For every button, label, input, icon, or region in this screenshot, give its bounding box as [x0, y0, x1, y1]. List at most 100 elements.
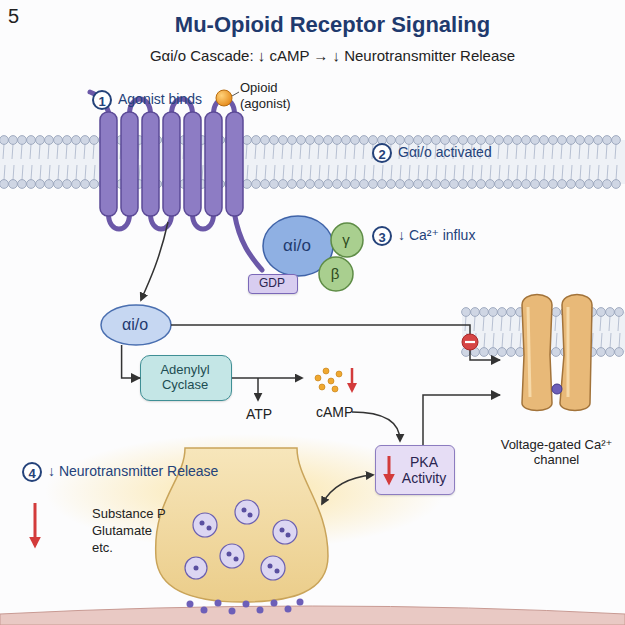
lipid-head	[18, 136, 27, 145]
lipid-tail	[588, 144, 589, 159]
node-label: β	[331, 265, 340, 282]
lipid-head	[606, 308, 615, 317]
lipid-tail	[409, 165, 410, 180]
transmitter-dot	[268, 564, 273, 569]
ligand-label: Opioid (agonist)	[240, 80, 310, 111]
lipid-tail	[49, 165, 50, 180]
lipid-tail	[291, 144, 292, 159]
lipid-tail	[318, 144, 319, 159]
transmitter-dot	[234, 557, 239, 562]
lipid-tail	[67, 165, 68, 180]
lipid-head	[54, 180, 63, 189]
lipid-head	[558, 180, 567, 189]
gdp-tag: GDP	[248, 274, 298, 294]
lipid-head	[522, 136, 531, 145]
lipid-tail	[264, 144, 265, 159]
lipid-tail	[363, 144, 364, 159]
lipid-head	[45, 136, 54, 145]
molecule-label: cAMP	[316, 404, 353, 421]
lipid-tail	[436, 165, 437, 180]
lipid-tail	[336, 144, 337, 159]
lipid-tail	[301, 165, 302, 180]
lipid-head	[462, 348, 471, 357]
lipid-tail	[93, 144, 94, 159]
lipid-tail	[544, 165, 545, 180]
lipid-tail	[463, 165, 464, 180]
lipid-tail	[57, 144, 58, 159]
lipid-tail	[283, 165, 284, 180]
lipid-tail	[535, 165, 536, 180]
lipid-tail	[292, 165, 293, 180]
lipid-head	[594, 136, 603, 145]
lipid-tail	[607, 165, 608, 180]
lipid-head	[351, 180, 360, 189]
lipid-head	[504, 180, 513, 189]
lipid-tail	[85, 165, 86, 180]
lipid-tail	[202, 165, 203, 180]
lipid-tail	[337, 165, 338, 180]
lipid-head	[477, 136, 486, 145]
cell-membrane	[0, 136, 625, 189]
transmitter-name: Glutamate	[92, 523, 152, 539]
lipid-tail	[373, 165, 374, 180]
lipid-head	[0, 180, 8, 189]
activation-arrow	[141, 222, 168, 300]
lipid-tail	[606, 144, 607, 159]
lipid-tail	[427, 165, 428, 180]
lipid-tail	[601, 333, 602, 348]
lipid-head	[45, 180, 54, 189]
lipid-head	[414, 180, 423, 189]
lipid-head	[396, 180, 405, 189]
lipid-head	[315, 136, 324, 145]
lipid-tail	[526, 165, 527, 180]
lipid-tail	[615, 144, 616, 159]
lipid-head	[27, 180, 36, 189]
lipid-head	[477, 180, 486, 189]
node-label: Voltage-gated Ca²⁺ channel	[500, 438, 613, 468]
callout-number: 4	[22, 462, 42, 482]
lipid-head	[531, 136, 540, 145]
lipid-head	[540, 136, 549, 145]
lipid-head	[459, 136, 468, 145]
callout-number: 2	[372, 143, 392, 163]
step-label: Gαi/o activated	[398, 144, 492, 161]
node-label: αi/o	[122, 316, 148, 334]
lipid-head	[36, 180, 45, 189]
lipid-head	[261, 180, 270, 189]
lipid-head	[261, 136, 270, 145]
decrease-arrow	[388, 456, 391, 482]
lipid-tail	[274, 165, 275, 180]
lipid-head	[81, 136, 90, 145]
lipid-tail	[13, 165, 14, 180]
lipid-head	[72, 136, 81, 145]
lipid-tail	[300, 144, 301, 159]
lipid-head	[489, 308, 498, 317]
g-gamma-subunit: γ	[330, 222, 364, 258]
lipid-tail	[466, 333, 467, 348]
released-transmitter	[187, 599, 304, 615]
postsynaptic-membrane	[0, 606, 625, 625]
helix	[121, 112, 138, 216]
lipid-tail	[600, 316, 601, 331]
lipid-tail	[48, 144, 49, 159]
lipid-head	[486, 136, 495, 145]
lipid-tail	[40, 165, 41, 180]
lipid-tail	[328, 165, 329, 180]
helix	[163, 112, 180, 216]
lipid-tail	[472, 165, 473, 180]
vesicle	[261, 556, 285, 580]
step-label: ↓ Ca²⁺ influx	[398, 227, 475, 244]
lipid-tail	[501, 316, 502, 331]
lipid-head	[36, 136, 45, 145]
lipid-tail	[517, 165, 518, 180]
lipid-tail	[355, 165, 356, 180]
lipid-head	[459, 180, 468, 189]
lipid-tail	[580, 165, 581, 180]
lipid-head	[615, 348, 624, 357]
lipid-tail	[508, 165, 509, 180]
lipid-head	[567, 136, 576, 145]
lipid-head	[288, 180, 297, 189]
camp-dot	[328, 378, 334, 384]
enzyme-box: Adenylyl Cyclase	[140, 355, 232, 401]
